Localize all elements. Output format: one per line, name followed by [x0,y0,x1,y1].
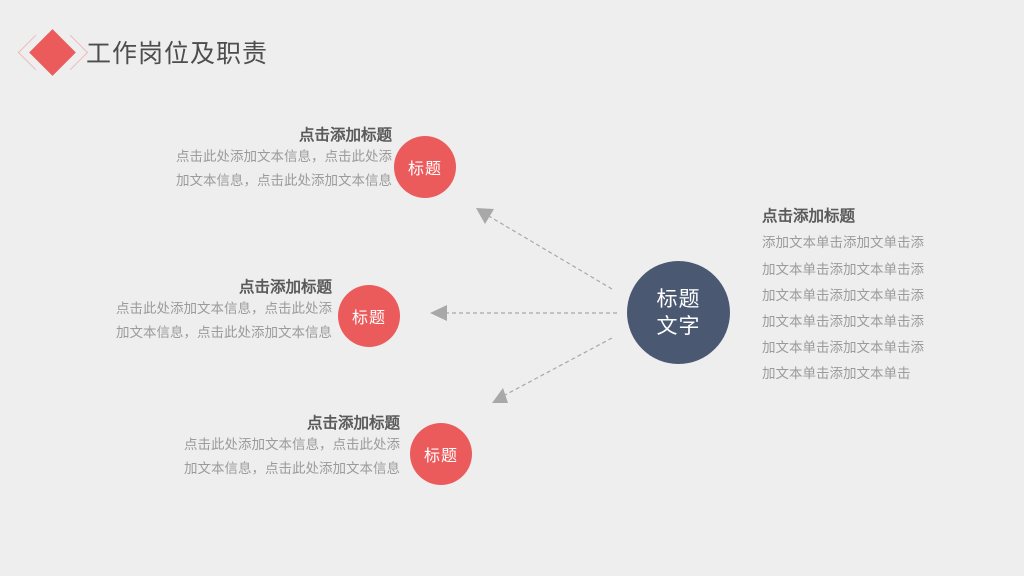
branch-node-label-middle-left: 标题 [351,308,386,327]
right-panel-body-line-1: 添加文本单击添加文单击添 [762,235,924,252]
branch-body-line-bottom-left-1: 点击此处添加文本信息，点击此处添 [184,437,400,454]
branch-body-line-top-left-1: 点击此处添加文本信息，点击此处添 [176,149,392,166]
arrow-hub-to-middle-left [430,305,617,321]
branch-node-bottom-left[interactable]: 标题 [410,423,472,485]
page-title: 工作岗位及职责 [86,38,269,68]
branch-text-bottom-left: 点击添加标题 点击此处添加文本信息，点击此处添 加文本信息，点击此处添加文本信息 [110,412,400,481]
branch-node-middle-left[interactable]: 标题 [338,285,400,347]
right-panel-body-line-6: 加文本单击添加文本单击 [762,365,911,382]
branch-body-line-middle-left-2: 加文本信息，点击此处添加文本信息 [116,324,332,341]
branch-node-label-bottom-left: 标题 [423,446,458,465]
right-panel-body-line-3: 加文本单击添加文本单击添 [762,287,924,304]
arrow-hub-to-bottom-left [492,337,613,403]
right-panel-heading: 点击添加标题 [762,207,856,225]
branch-heading-top-left: 点击添加标题 [298,126,392,144]
branch-text-top-left: 点击添加标题 点击此处添加文本信息，点击此处添 加文本信息，点击此处添加文本信息 [102,124,392,193]
branch-node-top-left[interactable]: 标题 [394,136,456,198]
center-hub-node[interactable]: 标题 文字 [627,261,730,364]
right-panel-text: 点击添加标题 添加文本单击添加文单击添 加文本单击添加文本单击添 加文本单击添加… [762,205,1012,387]
branch-body-line-middle-left-1: 点击此处添加文本信息，点击此处添 [116,301,332,318]
right-panel-body-line-4: 加文本单击添加文本单击添 [762,313,924,330]
arrow-hub-to-top-left [476,208,613,290]
branch-text-middle-left: 点击添加标题 点击此处添加文本信息，点击此处添 加文本信息，点击此处添加文本信息 [42,276,332,345]
branch-body-line-bottom-left-2: 加文本信息，点击此处添加文本信息 [184,460,400,477]
red-diamond-icon [17,29,89,76]
hub-label-line-1: 标题 [656,286,701,311]
branch-node-label-top-left: 标题 [407,159,442,178]
hub-label-line-2: 文字 [656,313,701,338]
right-panel-body-line-2: 加文本单击添加文本单击添 [762,261,924,278]
branch-heading-bottom-left: 点击添加标题 [306,414,400,432]
page-header: 工作岗位及职责 [0,28,1024,78]
branch-body-line-top-left-2: 加文本信息，点击此处添加文本信息 [176,172,392,189]
right-panel-body-line-5: 加文本单击添加文本单击添 [762,339,924,356]
branch-heading-middle-left: 点击添加标题 [238,278,332,296]
